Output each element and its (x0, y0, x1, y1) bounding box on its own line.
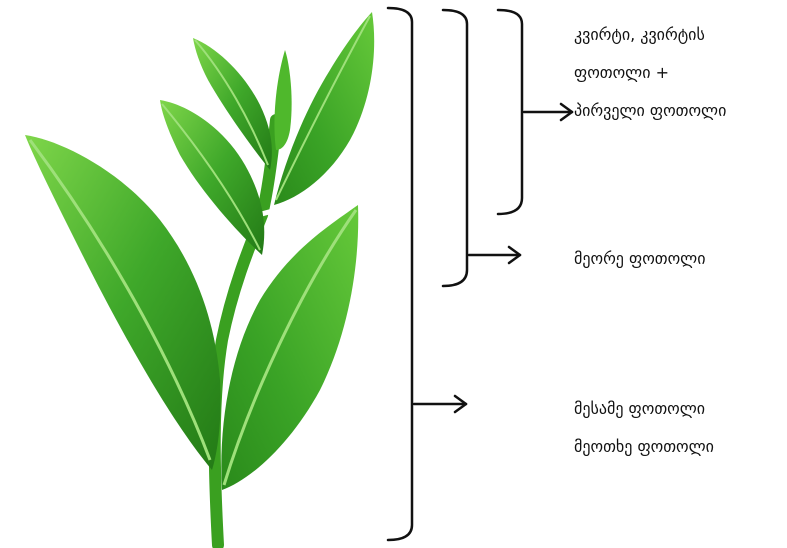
brackets (388, 8, 572, 540)
tea-plant-illustration (25, 12, 374, 545)
leaf-large-right (221, 205, 358, 490)
label-fourth-leaf: მეოთხე ფოთოლი (574, 437, 714, 457)
label-bud-line3: პირველი ფოთოლი (574, 101, 726, 121)
label-bud-line2: ფოთოლი + (574, 63, 669, 83)
arrow-third (414, 396, 466, 412)
arrow-bud (524, 104, 572, 120)
leaf-large-left (25, 135, 221, 470)
label-second-leaf: მეორე ფოთოლი (574, 249, 706, 269)
bracket-inner (498, 10, 522, 214)
bracket-middle (443, 10, 467, 286)
arrow-second (469, 247, 520, 263)
label-third-leaf: მესამე ფოთოლი (574, 399, 705, 419)
label-bud-line1: კვირტი, კვირტის (574, 25, 705, 45)
bracket-outer (388, 8, 412, 540)
bud (274, 50, 291, 150)
